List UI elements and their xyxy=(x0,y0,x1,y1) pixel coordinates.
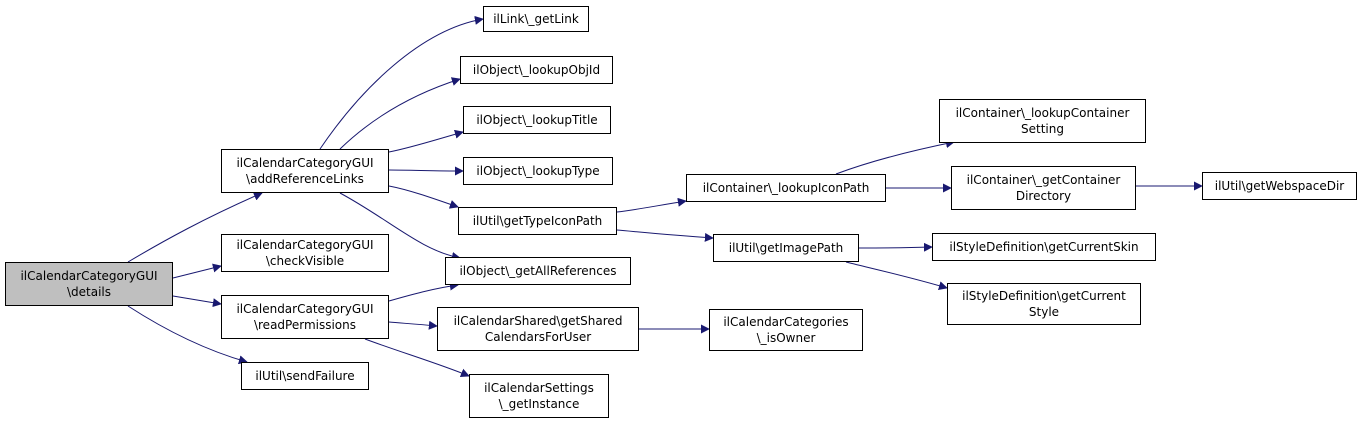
node-label-line: ilUtil\getTypeIconPath xyxy=(472,214,603,228)
node-label-line: \details xyxy=(66,285,112,299)
node-label-line: ilObject\_lookupType xyxy=(476,164,600,178)
node-label-line: ilCalendarCategoryGUI xyxy=(236,302,374,316)
node-send-failure[interactable]: ilUtil\sendFailure xyxy=(241,362,369,390)
edge-root-to-readPermissions xyxy=(172,295,222,308)
node-label-line: ilCalendarCategoryGUI xyxy=(236,156,374,170)
node-label-line: ilContainer\_getContainer xyxy=(966,173,1121,187)
node-label-line: \addReferenceLinks xyxy=(246,172,364,186)
edge-root-to-sendFailure xyxy=(127,305,248,365)
node-label-line: ilCalendarCategoryGUI xyxy=(236,238,374,252)
node-label-line: ilObject\_getAllReferences xyxy=(459,264,617,278)
node-get-all-references[interactable]: ilObject\_getAllReferences xyxy=(445,257,631,285)
node-label-line: Directory xyxy=(1015,189,1072,203)
node-get-instance[interactable]: ilCalendarSettings \_getInstance xyxy=(469,374,609,418)
edge-addReferenceLinks-to-getTypeIconPath xyxy=(388,185,459,209)
edge-addReferenceLinks-to-lookupType xyxy=(388,166,464,176)
node-label-line: Style xyxy=(1028,305,1060,319)
node-lookup-obj-id[interactable]: ilObject\_lookupObjId xyxy=(460,56,613,84)
node-is-owner[interactable]: ilCalendarCategories \_isOwner xyxy=(709,309,863,351)
edge-readPermissions-to-getInstance xyxy=(364,338,470,378)
node-label-line: \checkVisible xyxy=(265,254,345,268)
node-label-line: ilContainer\_lookupContainer xyxy=(955,106,1130,120)
node-label-line: ilLink\_getLink xyxy=(493,12,579,26)
edge-addReferenceLinks-to-getLink xyxy=(319,15,484,150)
edge-root-to-checkVisible xyxy=(172,263,222,279)
node-get-current-skin[interactable]: ilStyleDefinition\getCurrentSkin xyxy=(932,233,1156,261)
node-label-line: ilUtil\sendFailure xyxy=(255,369,355,383)
node-label-line: ilUtil\getWebspaceDir xyxy=(1214,179,1345,193)
edge-readPermissions-to-getSharedCalendarsForUser xyxy=(388,320,438,330)
node-label-line: CalendarsForUser xyxy=(484,330,592,344)
node-lookup-type[interactable]: ilObject\_lookupType xyxy=(463,157,613,185)
edge-addReferenceLinks-to-lookupObjId xyxy=(339,77,461,150)
node-check-visible[interactable]: ilCalendarCategoryGUI \checkVisible xyxy=(221,234,389,272)
node-label-line: ilObject\_lookupTitle xyxy=(476,113,598,127)
node-lookup-title[interactable]: ilObject\_lookupTitle xyxy=(463,106,611,134)
edge-getTypeIconPath-to-getImagePath xyxy=(616,229,714,242)
edge-lookupIconPath-to-lookupContainerSetting xyxy=(835,139,955,175)
node-lookup-icon-path[interactable]: ilContainer\_lookupIconPath xyxy=(686,174,886,202)
node-label-line: \_getInstance xyxy=(498,397,580,411)
node-label-line: ilCalendarCategoryGUI xyxy=(20,269,158,283)
node-label-line: ilContainer\_lookupIconPath xyxy=(702,181,870,195)
edge-root-to-addReferenceLinks xyxy=(127,192,263,263)
edge-readPermissions-to-getAllReferences xyxy=(388,281,459,302)
node-root: ilCalendarCategoryGUI \details xyxy=(5,262,173,306)
node-label-line: ilStyleDefinition\getCurrentSkin xyxy=(949,240,1139,254)
edge-getTypeIconPath-to-lookupIconPath xyxy=(616,197,687,213)
node-label-line: ilUtil\getImagePath xyxy=(728,241,844,255)
edge-getImagePath-to-getCurrentSkin xyxy=(858,242,933,252)
node-get-type-icon-path[interactable]: ilUtil\getTypeIconPath xyxy=(458,207,617,235)
node-label-line: Setting xyxy=(1021,122,1064,136)
edge-addReferenceLinks-to-lookupTitle xyxy=(388,129,464,153)
node-label-line: ilObject\_lookupObjId xyxy=(472,63,601,77)
edge-getImagePath-to-getCurrentStyle xyxy=(845,261,948,291)
node-label-line: ilCalendarSettings xyxy=(484,381,594,395)
node-add-reference-links[interactable]: ilCalendarCategoryGUI \addReferenceLinks xyxy=(221,149,389,193)
node-label-line: \_isOwner xyxy=(756,331,816,345)
node-label-line: \readPermissions xyxy=(253,318,357,332)
edge-addReferenceLinks-to-getAllReferences xyxy=(339,192,461,261)
node-get-image-path[interactable]: ilUtil\getImagePath xyxy=(713,234,859,262)
node-get-webspace-dir[interactable]: ilUtil\getWebspaceDir xyxy=(1202,172,1357,200)
node-label-line: ilCalendarCategories xyxy=(723,315,849,329)
node-read-permissions[interactable]: ilCalendarCategoryGUI \readPermissions xyxy=(221,295,389,339)
node-get-link[interactable]: ilLink\_getLink xyxy=(483,6,589,32)
node-label-line: ilCalendarShared\getShared xyxy=(453,314,623,328)
node-label-line: ilStyleDefinition\getCurrent xyxy=(962,289,1126,303)
